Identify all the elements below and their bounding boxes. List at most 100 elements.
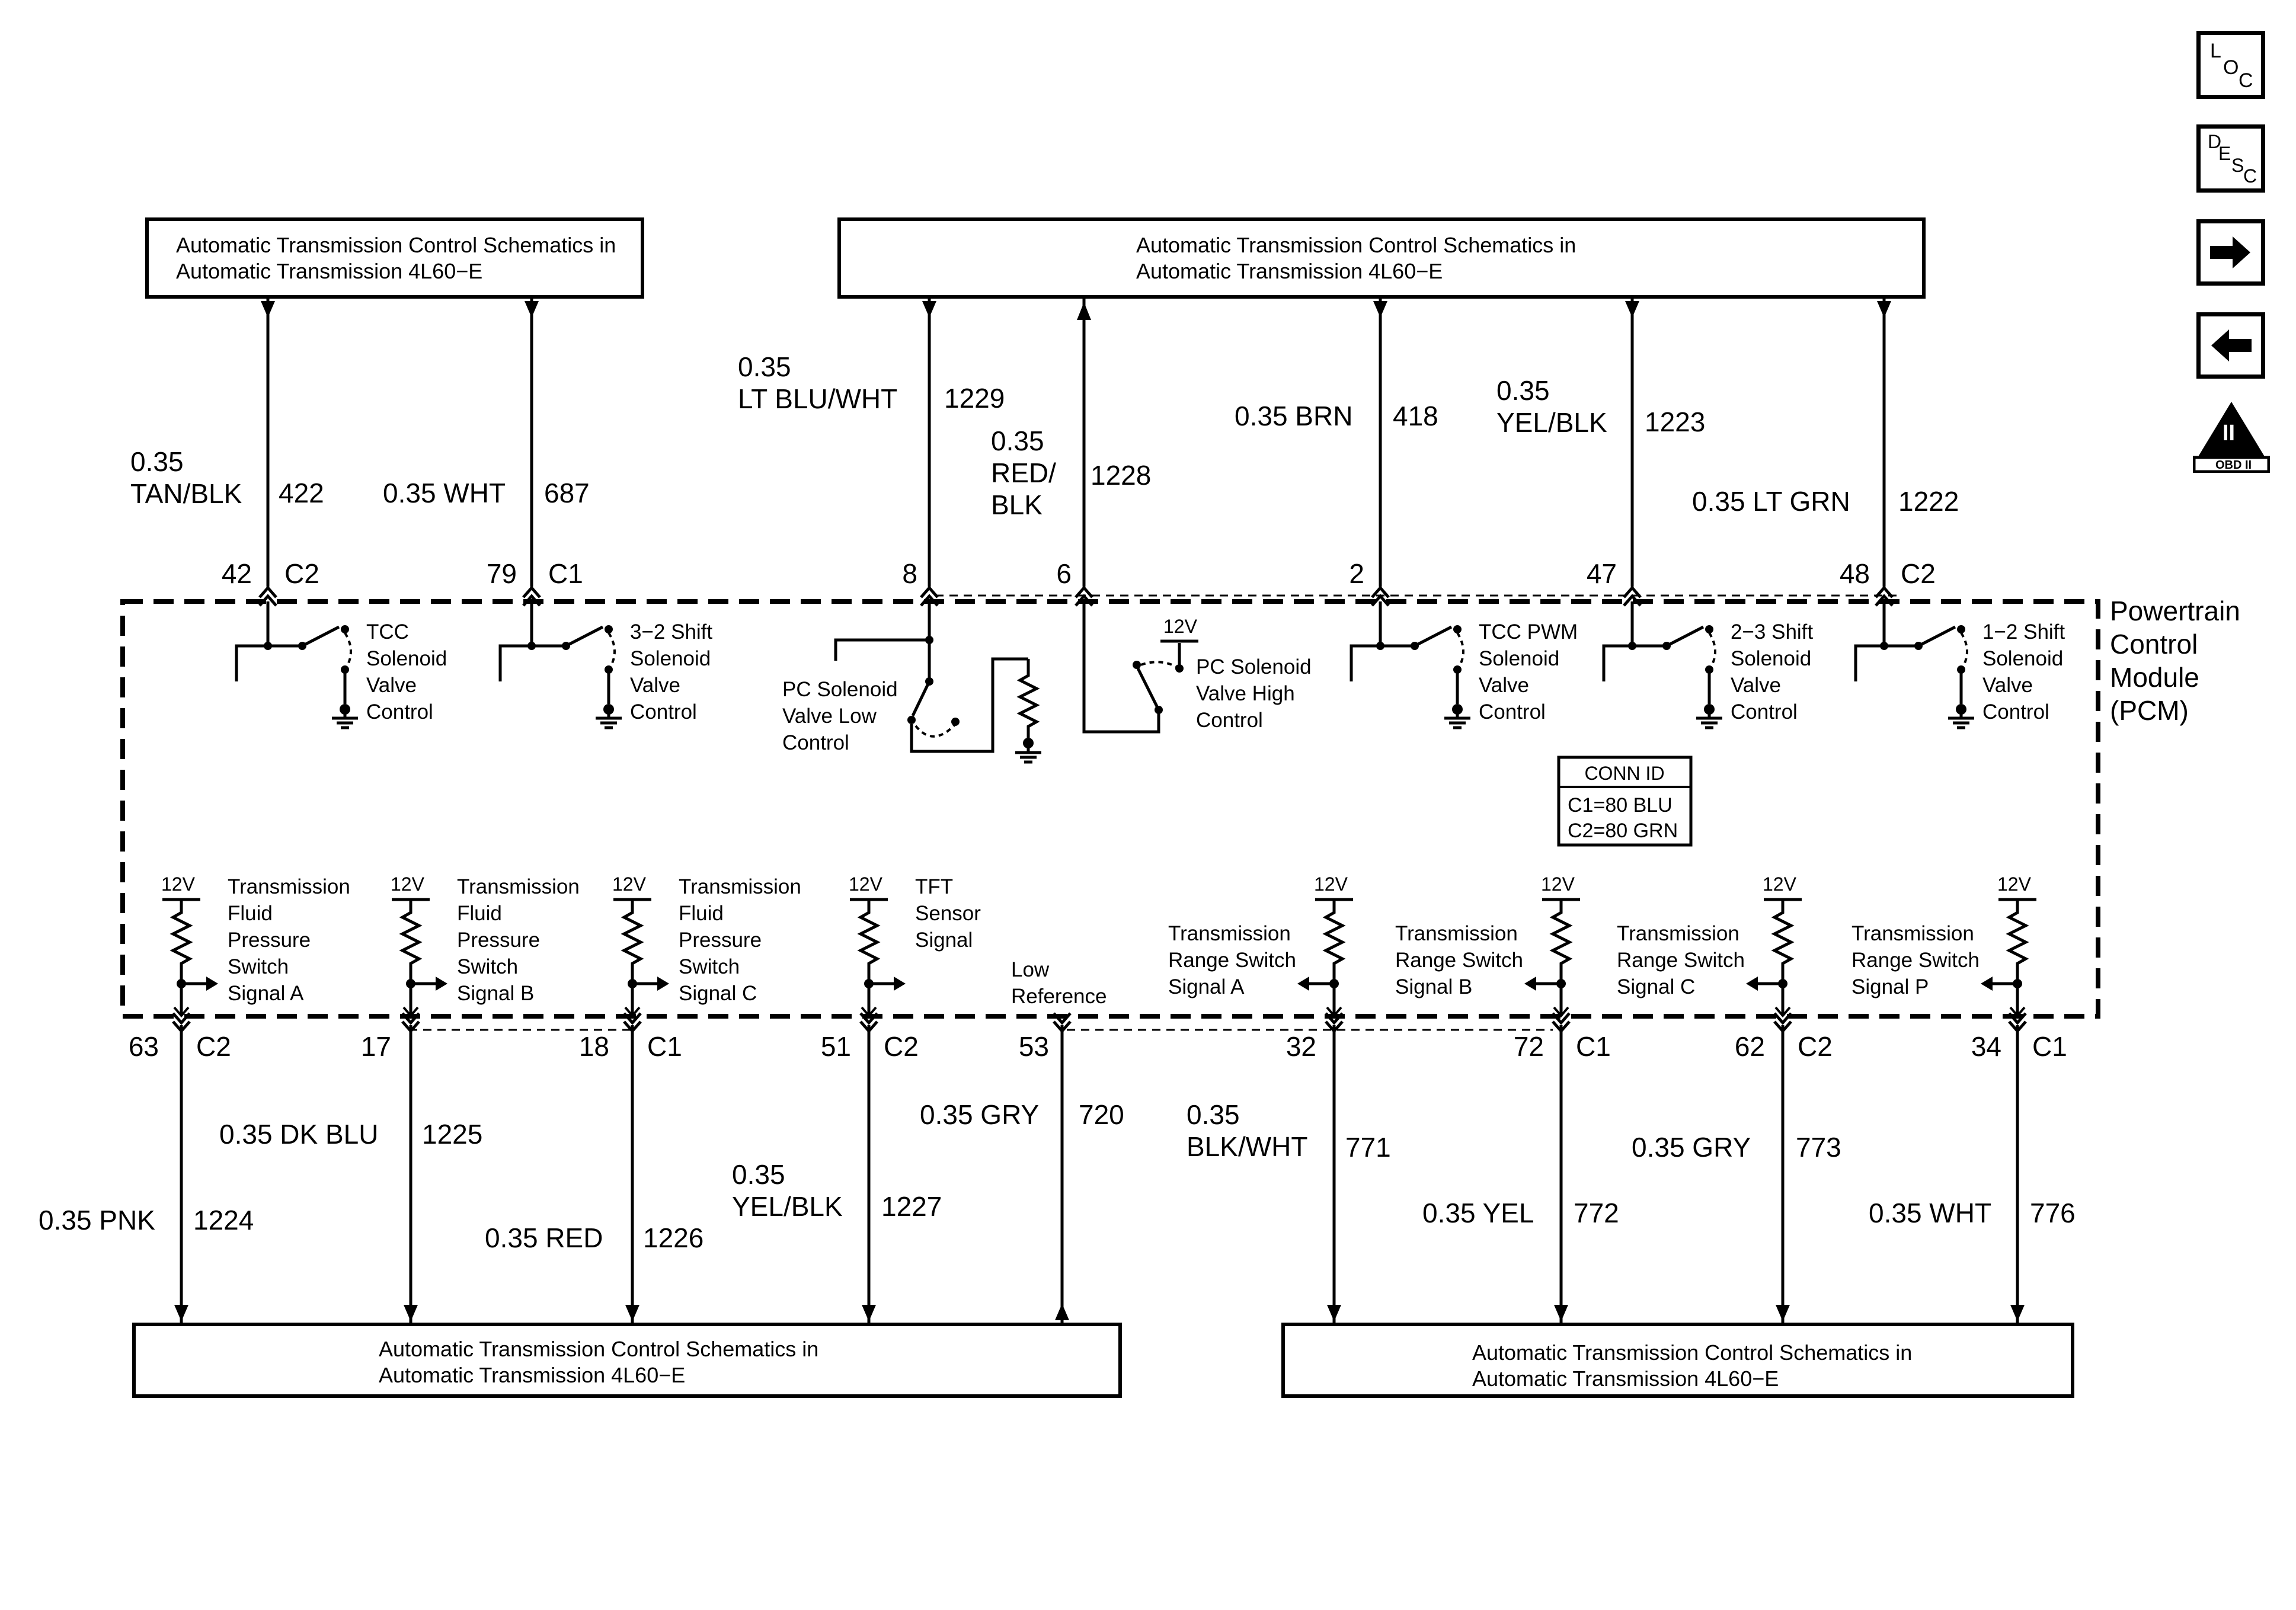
wire-label-1224-line-0: 0.35 PNK	[39, 1205, 155, 1235]
wire-label-1225-line-0: 0.35 DK BLU	[219, 1119, 378, 1150]
component-label-1225-line-3: Switch	[457, 955, 518, 978]
switch-contact	[907, 716, 916, 724]
pin-number-62: 62	[1735, 1031, 1765, 1062]
pin-terminal	[522, 585, 541, 598]
driver-lead	[1350, 601, 1382, 681]
conn-id-c2: C2=80 GRN	[1568, 820, 1678, 842]
input-chevron	[1774, 1006, 1791, 1018]
component-label-687-line-3: Control	[630, 700, 697, 724]
pull-up-resistor	[1322, 900, 1346, 1016]
pin-number-53: 53	[1019, 1031, 1049, 1062]
pin-number-17: 17	[361, 1031, 391, 1062]
obd-numeral: II	[2223, 421, 2236, 446]
pin-terminal	[1371, 594, 1390, 607]
signal-arrow-down	[625, 1305, 639, 1321]
connector-id-42: C2	[284, 558, 319, 589]
location-icon[interactable]: L O C	[2196, 31, 2265, 99]
wire-label-1228-line-0: 0.35	[991, 425, 1044, 456]
component-label-1226-line-0: Transmission	[679, 875, 801, 898]
pull-down-resistor	[1016, 659, 1040, 738]
component-label-773-line-1: Range Switch	[1617, 949, 1745, 972]
pin-terminal	[401, 1020, 420, 1033]
pin-terminal	[1075, 585, 1093, 598]
wire-label-1227-line-1: YEL/BLK	[732, 1191, 843, 1222]
obd-ii-icon[interactable]: II OBD II	[2193, 401, 2270, 473]
signal-arrow-down	[174, 1305, 188, 1321]
pin-number-42: 42	[222, 558, 252, 589]
ground-dot	[1452, 704, 1463, 715]
pin-terminal	[920, 585, 939, 598]
ref-box-text-line2: Automatic Transmission 4L60−E	[379, 1363, 686, 1387]
pin-terminal	[1552, 1020, 1571, 1033]
description-icon[interactable]: D E S C	[2196, 124, 2265, 193]
switch-contact	[951, 718, 960, 726]
circuit-wires	[172, 299, 2027, 1323]
component-label-771-line-1: Range Switch	[1168, 949, 1296, 972]
switch-contact	[605, 625, 613, 633]
signal-arrow-down	[1373, 301, 1387, 318]
ground-dot	[603, 704, 614, 715]
component-label-1224-line-2: Pressure	[228, 929, 311, 952]
pin-number-32: 32	[1286, 1031, 1316, 1062]
component-label-771-line-0: Transmission	[1168, 922, 1291, 945]
conn-id-c1: C1=80 BLU	[1568, 794, 1673, 817]
component-label-1226-line-4: Signal C	[679, 982, 757, 1005]
ground-icon	[1948, 711, 1974, 728]
pcm-label-line-1: Control	[2110, 629, 2198, 660]
pull-up-input	[1524, 898, 1580, 1018]
switch-contact	[1705, 625, 1713, 633]
wire-label-422-line-0: 0.35	[130, 446, 184, 477]
pin-terminal	[1075, 594, 1093, 607]
component-label-1222-line-3: Control	[1982, 700, 2049, 724]
component-label-1224-line-1: Fluid	[228, 902, 273, 925]
circuit-number-1229: 1229	[944, 383, 1005, 414]
pull-up-input	[1746, 898, 1802, 1018]
circuit-number-720: 720	[1079, 1099, 1124, 1130]
back-arrow-icon[interactable]	[2196, 312, 2265, 379]
ground-icon	[1015, 745, 1041, 762]
pin-number-79: 79	[487, 558, 517, 589]
junction-dot	[264, 642, 272, 650]
forward-arrow-icon[interactable]	[2196, 219, 2265, 286]
wire-label-422-line-1: TAN/BLK	[130, 478, 242, 509]
pin-terminal	[1773, 1012, 1792, 1025]
pin-number-72: 72	[1514, 1031, 1544, 1062]
pin-terminal	[258, 594, 277, 607]
wire-label-720-line-0: 0.35 GRY	[920, 1099, 1039, 1130]
component-label-1226-line-1: Fluid	[679, 902, 724, 925]
component-label-1225-line-4: Signal B	[457, 982, 534, 1005]
switch-blade	[911, 680, 931, 717]
pin-terminal	[2008, 1012, 2027, 1025]
wire-label-772-line-0: 0.35 YEL	[1422, 1198, 1534, 1228]
signal-arrow-down	[525, 301, 539, 318]
component-label-418-line-1: Solenoid	[1479, 647, 1559, 670]
pull-up-input	[162, 898, 218, 1018]
wire-label-1226-line-0: 0.35 RED	[485, 1222, 603, 1253]
component-label-1223-line-3: Control	[1731, 700, 1798, 724]
pin-terminal	[258, 585, 277, 598]
connector-id-48: C2	[1901, 558, 1936, 589]
component-label-422-line-2: Valve	[366, 674, 417, 697]
component-label-1228-line-0: PC Solenoid	[1196, 655, 1312, 678]
switch-blade	[1917, 625, 1956, 648]
ref-box-bottom-right: Automatic Transmission Control Schematic…	[1281, 1323, 2074, 1398]
pin-terminal	[172, 1012, 191, 1025]
component-label-771-line-2: Signal A	[1168, 975, 1245, 998]
ground-icon	[332, 711, 358, 728]
ref-box-top-main: Automatic Transmission Control Schematic…	[837, 217, 1926, 299]
component-label-687-line-2: Valve	[630, 674, 680, 697]
pin-terminal	[623, 1012, 642, 1025]
pull-up-input	[613, 898, 669, 1018]
signal-arrow-down	[862, 1305, 876, 1321]
junction-dot	[1376, 642, 1384, 650]
driver-lead	[834, 601, 931, 661]
signal-tap-arrow	[436, 977, 447, 991]
pin-number-48: 48	[1840, 558, 1870, 589]
pull-up-input	[1297, 898, 1353, 1018]
component-label-1224-line-3: Switch	[228, 955, 289, 978]
pin-terminal	[1623, 585, 1642, 598]
control-link	[1140, 661, 1181, 670]
pin-terminal	[1875, 585, 1894, 598]
circuit-number-1223: 1223	[1645, 406, 1705, 437]
ref-box-text-line1: Automatic Transmission Control Schematic…	[1472, 1340, 1913, 1365]
